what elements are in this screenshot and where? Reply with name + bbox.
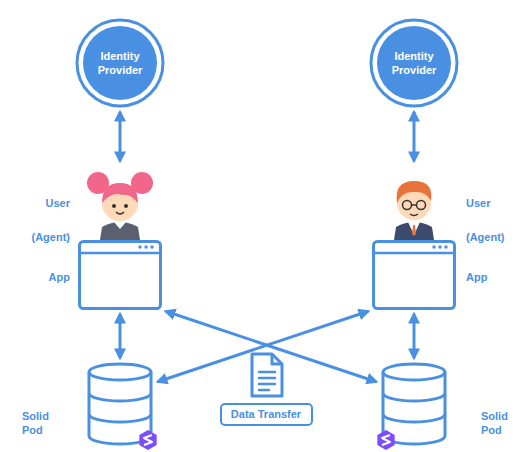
provider-label: Identity Provider xyxy=(87,49,153,78)
solid-pod-cylinder: Solid Pod xyxy=(86,362,154,446)
side-label: App xyxy=(49,270,70,284)
user-figure xyxy=(394,181,434,240)
inner-disc xyxy=(83,26,157,100)
shirt xyxy=(408,222,420,235)
window-frame xyxy=(374,242,455,309)
tie xyxy=(412,225,416,236)
title-bar xyxy=(374,252,455,255)
solid-logo-mark xyxy=(382,435,390,445)
side-label: (Agent) xyxy=(466,230,505,244)
hair xyxy=(397,181,432,203)
cylinder-band xyxy=(383,393,445,422)
document-icon xyxy=(252,354,282,396)
window-frame xyxy=(80,242,161,309)
solid-pod-cylinder-shape xyxy=(380,362,448,446)
app-window: User(Agent)App xyxy=(78,165,162,310)
cylinder-rim xyxy=(89,372,151,380)
side-label: Solid Pod xyxy=(481,409,517,438)
window-dot xyxy=(150,245,153,248)
double-arrow xyxy=(413,314,416,358)
app-window-shape xyxy=(78,165,162,310)
text-holder: Identity Provider xyxy=(369,18,459,108)
body xyxy=(394,222,434,240)
cylinder-body xyxy=(89,364,151,444)
cylinder-band xyxy=(89,393,151,422)
window-dot xyxy=(438,245,441,248)
app-window: User(Agent)App xyxy=(372,165,456,310)
identity-provider-circle: Identity Provider xyxy=(75,18,165,108)
cylinder-rim xyxy=(383,372,445,380)
window-dot xyxy=(138,245,141,248)
identity-provider-circle: Identity Provider xyxy=(369,18,459,108)
glasses xyxy=(403,201,412,210)
text-holder: Identity Provider xyxy=(75,18,165,108)
solid-logo-mark xyxy=(144,435,152,445)
text-holder: App xyxy=(466,269,514,285)
text-holder: Data Transfer xyxy=(220,403,313,425)
identity-provider-circle-shape xyxy=(369,18,459,108)
solid-logo-badge xyxy=(139,430,156,450)
glasses-bridge xyxy=(412,204,417,206)
text-holder: (Agent) xyxy=(8,229,70,245)
side-label: User xyxy=(46,196,70,210)
outer-ring xyxy=(371,20,457,106)
user-figure xyxy=(87,172,153,240)
hair xyxy=(102,183,138,203)
side-label: User xyxy=(466,196,490,210)
identity-provider-circle-shape xyxy=(75,18,165,108)
window-dot xyxy=(444,245,447,248)
collar xyxy=(114,222,126,229)
transfer-label: Data Transfer xyxy=(231,407,301,421)
window-dot xyxy=(144,245,147,248)
side-label: Solid Pod xyxy=(22,409,62,438)
double-arrow xyxy=(119,112,122,161)
document-fold xyxy=(272,354,282,364)
window-dot xyxy=(432,245,435,248)
transfer-box-outline xyxy=(221,404,312,425)
app-window-shape xyxy=(372,165,456,310)
eye xyxy=(112,204,116,208)
title-bar xyxy=(80,252,161,255)
cylinder-body xyxy=(383,364,445,444)
side-label: App xyxy=(466,270,487,284)
solid-pod-cylinder-shape xyxy=(86,362,154,446)
double-arrow xyxy=(413,112,416,161)
body xyxy=(100,222,140,240)
solid-logo-badge xyxy=(377,430,394,450)
text-holder: App xyxy=(8,269,70,285)
document-lines xyxy=(259,372,275,390)
data-transfer-box: Data Transfer xyxy=(220,403,313,426)
text-holder: User xyxy=(466,195,514,211)
outer-ring xyxy=(77,20,163,106)
document-outline xyxy=(252,354,282,396)
text-holder: Solid Pod xyxy=(481,406,517,440)
inner-disc xyxy=(377,26,451,100)
text-holder: Solid Pod xyxy=(22,406,62,440)
solid-pod-cylinder: Solid Pod xyxy=(380,362,448,446)
glasses xyxy=(417,201,426,210)
mouth xyxy=(116,212,124,214)
mouth xyxy=(410,214,418,216)
double-arrow xyxy=(119,314,122,358)
eye xyxy=(124,204,128,208)
text-holder: User xyxy=(8,195,70,211)
provider-label: Identity Provider xyxy=(381,49,447,78)
text-holder: (Agent) xyxy=(466,229,514,245)
side-label: (Agent) xyxy=(32,230,71,244)
